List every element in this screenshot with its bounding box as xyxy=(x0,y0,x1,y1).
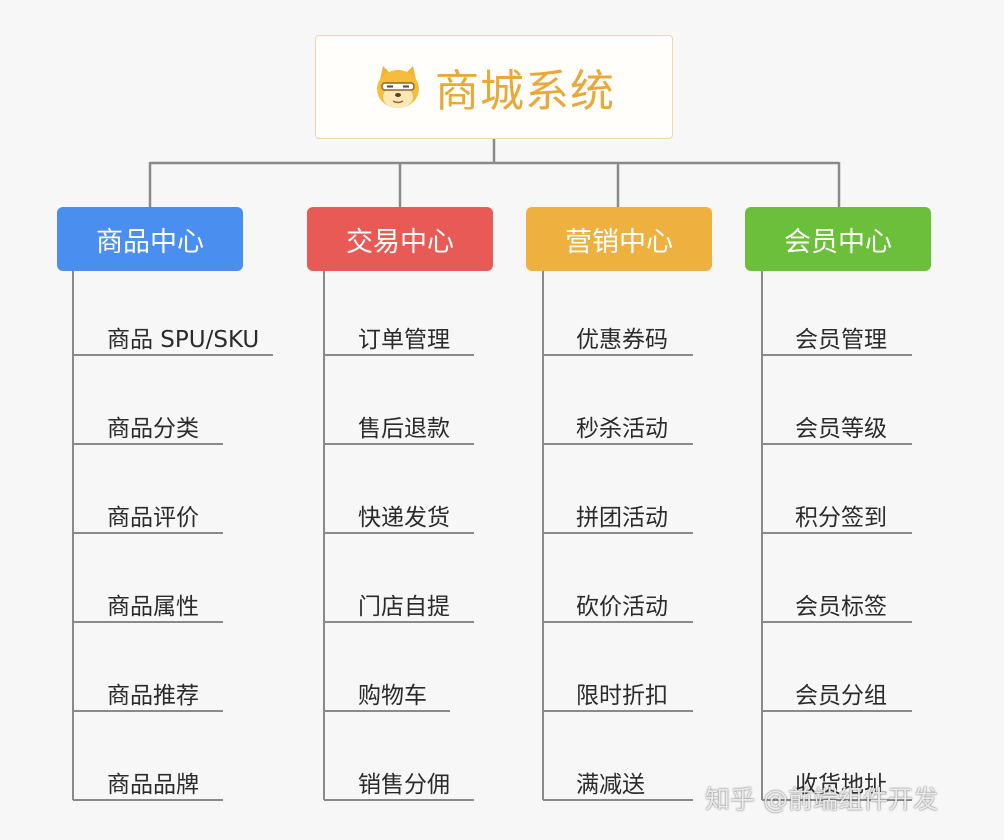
category-node-1: 交易中心 xyxy=(307,207,493,271)
category-label: 交易中心 xyxy=(346,226,454,258)
category-label: 商品中心 xyxy=(96,226,204,258)
leaf-item: 商品 SPU/SKU xyxy=(107,327,260,353)
leaf-item: 购物车 xyxy=(358,683,427,709)
leaf-item: 满减送 xyxy=(576,772,645,798)
leaf-item: 商品推荐 xyxy=(107,683,199,709)
leaf-item: 快递发货 xyxy=(358,505,450,531)
leaf-item: 商品属性 xyxy=(107,594,199,620)
leaf-item: 销售分佣 xyxy=(358,772,450,798)
leaf-item: 商品分类 xyxy=(107,416,199,442)
leaf-item: 商品评价 xyxy=(107,505,199,531)
leaf-item: 砍价活动 xyxy=(576,594,668,620)
leaf-item: 订单管理 xyxy=(358,327,450,353)
leaf-item: 会员标签 xyxy=(795,594,887,620)
leaf-item: 售后退款 xyxy=(358,416,450,442)
watermark: 知乎 @前端组件开发 xyxy=(705,785,938,814)
category-node-2: 营销中心 xyxy=(526,207,712,271)
leaf-item: 会员分组 xyxy=(795,683,887,709)
leaf-item: 限时折扣 xyxy=(576,683,668,709)
leaf-item: 会员管理 xyxy=(795,327,887,353)
leaf-item: 优惠券码 xyxy=(576,327,668,353)
category-node-3: 会员中心 xyxy=(745,207,931,271)
root-title: 商城系统 xyxy=(435,66,615,117)
leaf-item: 会员等级 xyxy=(795,416,887,442)
leaf-item: 商品品牌 xyxy=(107,772,199,798)
leaf-item: 积分签到 xyxy=(795,505,887,531)
category-node-0: 商品中心 xyxy=(57,207,243,271)
category-label: 会员中心 xyxy=(784,226,892,258)
root-node: 商城系统 xyxy=(315,35,673,139)
doge-icon xyxy=(377,66,419,108)
leaf-item: 秒杀活动 xyxy=(576,416,668,442)
category-label: 营销中心 xyxy=(565,226,673,258)
leaf-item: 拼团活动 xyxy=(576,505,668,531)
leaf-item: 收货地址 xyxy=(795,772,887,798)
leaf-item: 门店自提 xyxy=(358,594,450,620)
